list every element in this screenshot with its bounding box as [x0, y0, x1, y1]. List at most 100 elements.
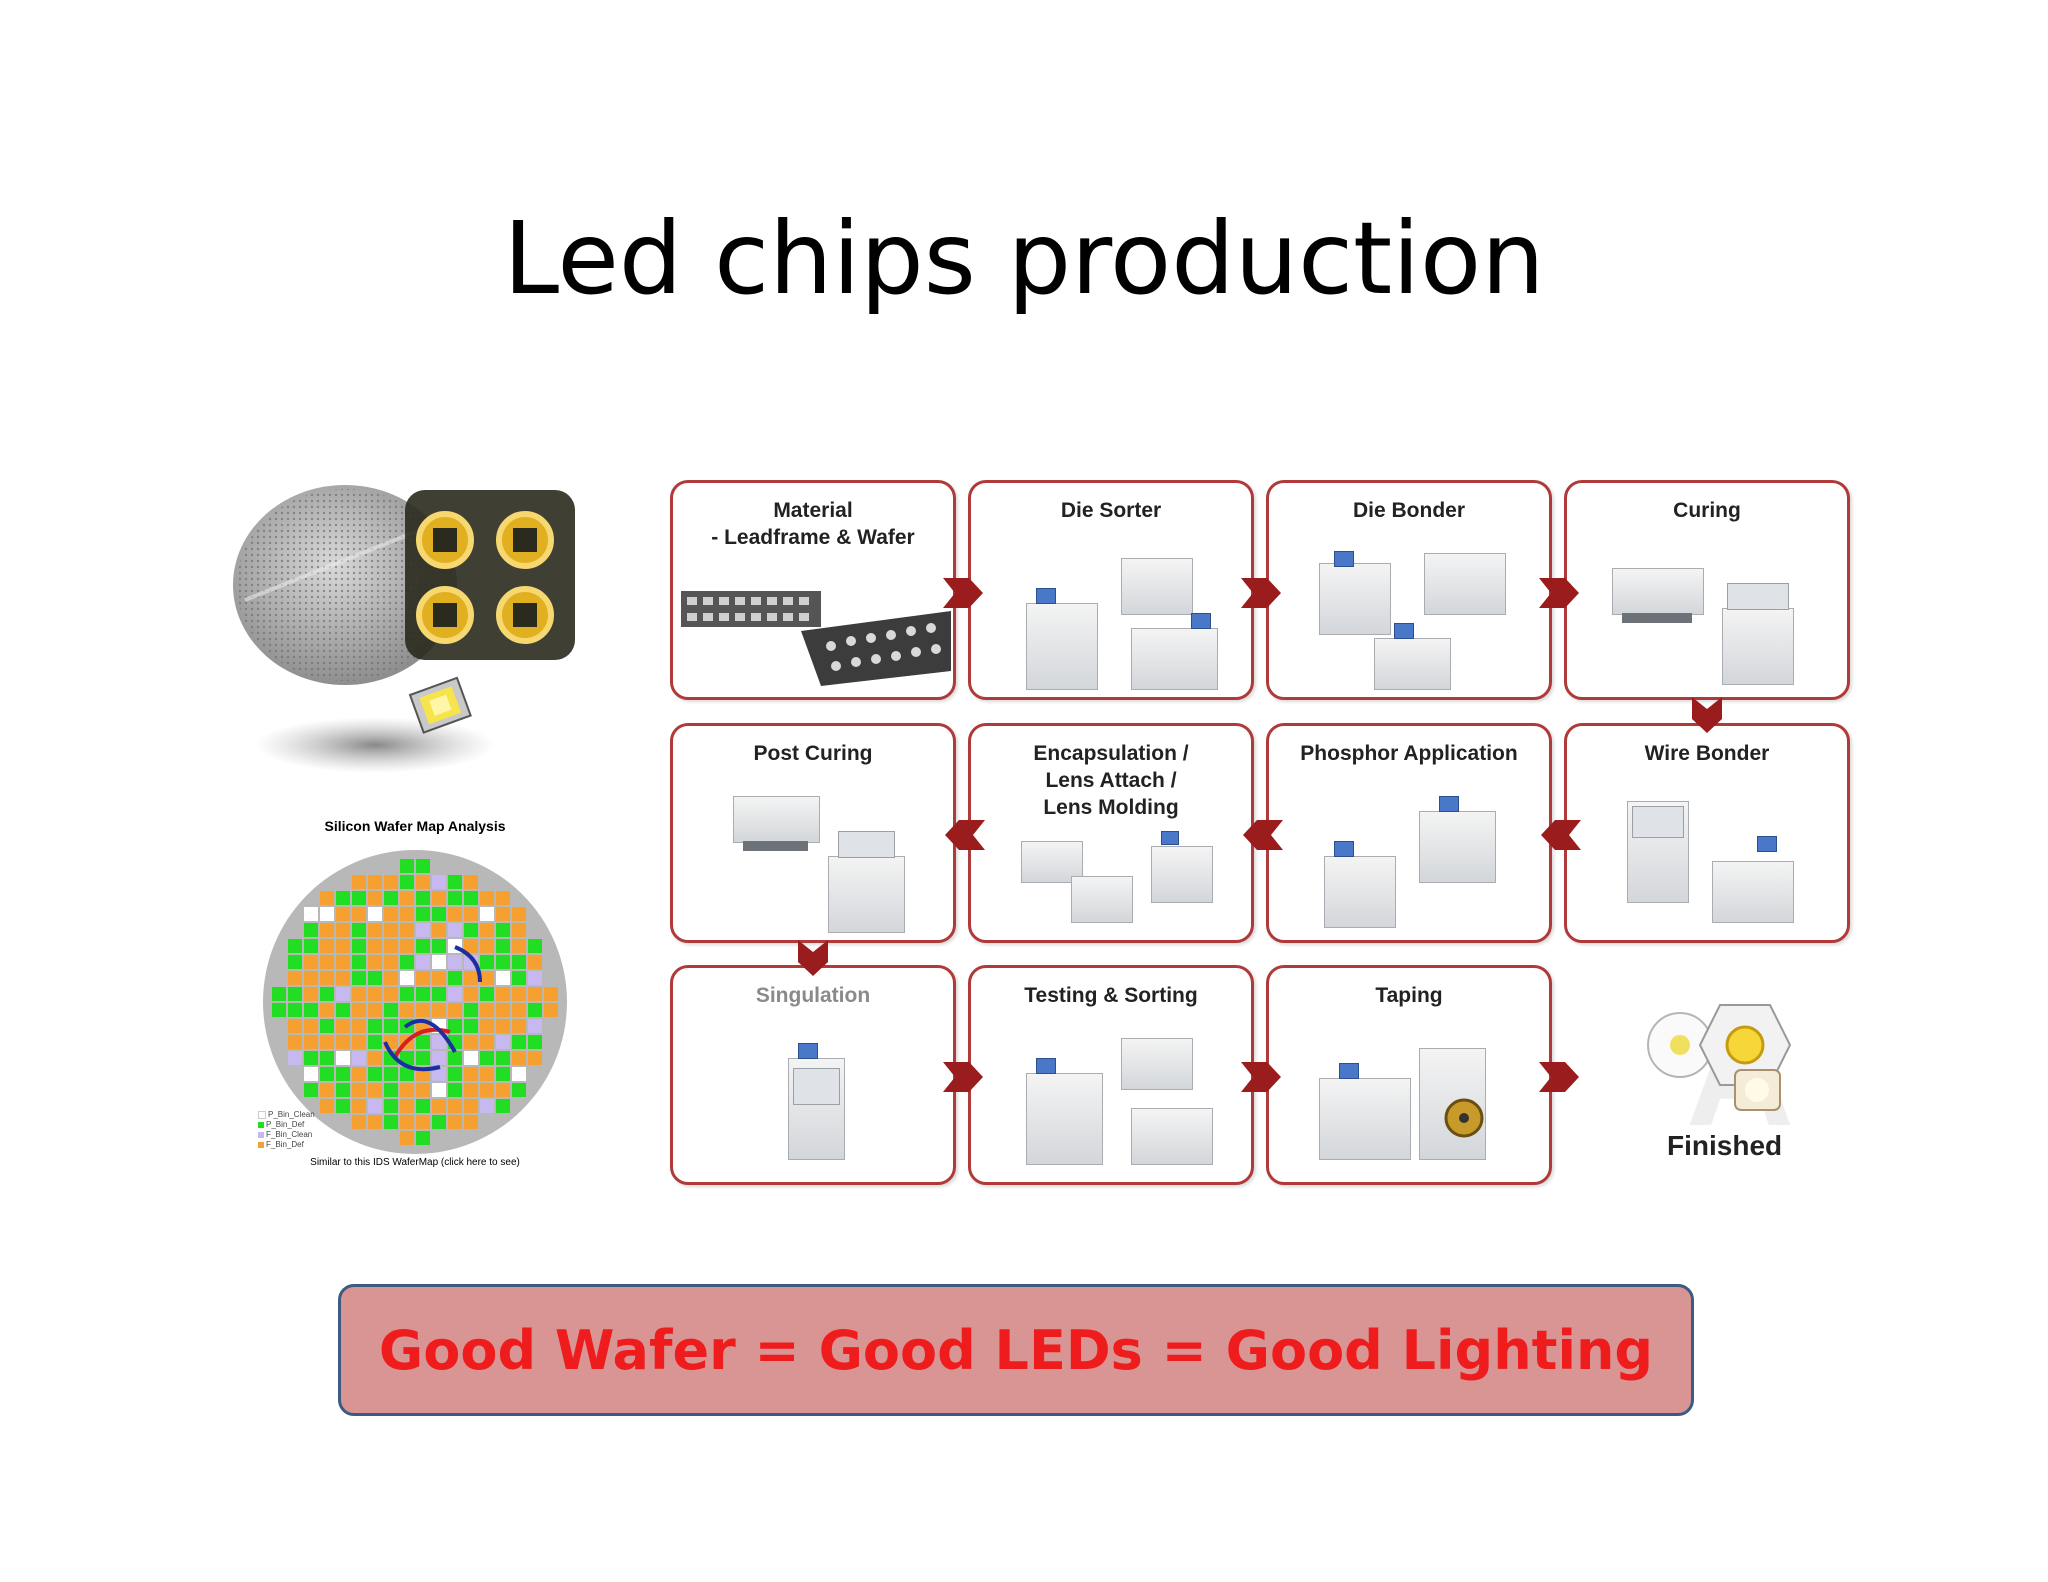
wafer-die-cell: [304, 1019, 318, 1033]
wafer-die-cell: [304, 1051, 318, 1065]
wafer-die-cell: [352, 1035, 366, 1049]
wafer-die-cell: [432, 891, 446, 905]
wafer-die-cell: [496, 1019, 510, 1033]
machine-image: [713, 781, 923, 936]
wafer-die-cell: [512, 971, 526, 985]
wafer-die-cell: [496, 1067, 510, 1081]
wafer-die-cell: [368, 987, 382, 1001]
wafer-die-cell: [320, 1067, 334, 1081]
wafer-die-cell: [352, 875, 366, 889]
wafer-die-cell: [336, 891, 350, 905]
wafer-die-cell: [512, 1067, 526, 1081]
wafer-die-cell: [432, 907, 446, 921]
wafer-die-cell: [336, 1083, 350, 1097]
wafer-die-cell: [512, 923, 526, 937]
wafer-die-cell: [320, 1003, 334, 1017]
legend-row: P_Bin_Def: [258, 1120, 315, 1130]
step-post-curing: Post Curing: [670, 723, 956, 943]
arrow-down-icon: [798, 940, 828, 976]
wafer-die-cell: [496, 971, 510, 985]
wafer-die-cell: [480, 971, 494, 985]
wafer-die-cell: [496, 923, 510, 937]
wafer-die-cell: [320, 939, 334, 953]
wafer-die-cell: [448, 907, 462, 921]
wafer-die-cell: [480, 987, 494, 1001]
wafer-die-cell: [512, 987, 526, 1001]
step-die-bonder: Die Bonder: [1266, 480, 1552, 700]
wafer-die-cell: [336, 955, 350, 969]
wafer-die-cell: [400, 1051, 414, 1065]
wafer-die-cell: [448, 1099, 462, 1113]
wafer-map-chart: [263, 850, 567, 1154]
wafer-die-cell: [320, 891, 334, 905]
wafer-die-cell: [464, 971, 478, 985]
wafer-die-cell: [512, 1003, 526, 1017]
wafer-die-cell: [384, 971, 398, 985]
wafer-die-cell: [544, 987, 558, 1001]
wafer-die-cell: [352, 907, 366, 921]
machine-image: [1607, 543, 1817, 693]
wafer-die-cell: [416, 859, 430, 873]
wafer-die-cell: [416, 939, 430, 953]
legend-swatch: [258, 1111, 266, 1119]
machine-image: [1011, 553, 1221, 693]
wafer-die-cell: [384, 987, 398, 1001]
step-encapsulation: Encapsulation / Lens Attach / Lens Moldi…: [968, 723, 1254, 943]
wafer-die-cell: [400, 1003, 414, 1017]
wafer-die-cell: [400, 1067, 414, 1081]
wafer-die-cell: [480, 1003, 494, 1017]
wafer-die-cell: [432, 971, 446, 985]
wafer-die-cell: [400, 1099, 414, 1113]
wafer-die-cell: [496, 907, 510, 921]
wafer-die-cell: [320, 971, 334, 985]
wafer-die-cell: [304, 907, 318, 921]
wafer-die-cell: [480, 1019, 494, 1033]
wafer-die-cell: [320, 1083, 334, 1097]
wafer-die-cell: [384, 891, 398, 905]
wafer-die-cell: [512, 1083, 526, 1097]
arrow-left-icon: [1541, 820, 1581, 850]
wafer-die-cell: [432, 1115, 446, 1129]
wafer-die-cell: [448, 1067, 462, 1081]
wafer-die-cell: [352, 1003, 366, 1017]
wafer-map-link[interactable]: Similar to this IDS WaferMap (click here…: [310, 1157, 520, 1168]
wafer-die-cell: [416, 1131, 430, 1145]
finished-led-image: A: [1647, 989, 1794, 1157]
wafer-die-cell: [384, 923, 398, 937]
wafer-die-cell: [512, 907, 526, 921]
wafer-die-cell: [384, 907, 398, 921]
wafer-die-cell: [272, 987, 286, 1001]
wafer-die-cell: [432, 1067, 446, 1081]
wafer-die-cell: [416, 1035, 430, 1049]
wafer-die-cell: [448, 955, 462, 969]
step-label: Post Curing: [753, 742, 873, 765]
legend-row: F_Bin_Def: [258, 1140, 315, 1150]
arrow-right-icon: [1241, 578, 1281, 608]
wafer-die-cell: [384, 939, 398, 953]
wafer-die-cell: [304, 1035, 318, 1049]
legend-row: F_Bin_Clean: [258, 1130, 315, 1140]
wafer-die-cell: [288, 971, 302, 985]
step-label: Taping: [1375, 984, 1443, 1007]
step-curing: Curing: [1564, 480, 1850, 700]
arrow-left-icon: [945, 820, 985, 850]
footer-banner: Good Wafer = Good LEDs = Good Lighting: [338, 1284, 1694, 1416]
step-label: Phosphor Application: [1300, 742, 1518, 765]
wafer-die-cell: [400, 971, 414, 985]
wafer-die-cell: [288, 939, 302, 953]
wafer-photo-image: [233, 485, 575, 773]
wafer-die-cell: [304, 939, 318, 953]
wafer-die-cell: [368, 1051, 382, 1065]
wafer-die-cell: [512, 939, 526, 953]
wafer-die-cell: [432, 923, 446, 937]
wafer-die-cell: [448, 1115, 462, 1129]
finished-label: Finished: [1667, 1130, 1783, 1161]
wafer-die-cell: [384, 1115, 398, 1129]
wafer-die-cell: [464, 1083, 478, 1097]
wafer-die-cell: [464, 1099, 478, 1113]
wafer-die-cell: [512, 1051, 526, 1065]
footer-text: Good Wafer = Good LEDs = Good Lighting: [378, 1318, 1654, 1382]
wafer-die-cell: [400, 923, 414, 937]
wafer-die-cell: [272, 1003, 286, 1017]
wafer-die-cell: [304, 923, 318, 937]
